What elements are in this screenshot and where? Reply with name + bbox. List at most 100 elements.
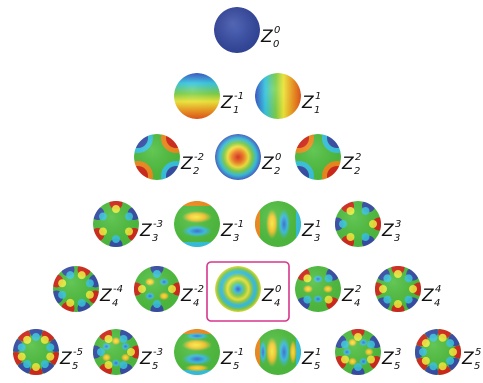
term-z-4-m4: Z-44 xyxy=(53,266,123,312)
term-label: Z xyxy=(301,221,314,241)
term-n-index: 5 xyxy=(152,361,158,372)
term-n-index: 4 xyxy=(354,298,360,309)
term-n-index: 5 xyxy=(394,361,400,372)
term-z-4-m2: Z-2 4 xyxy=(134,266,204,312)
disc-shade xyxy=(295,266,341,312)
zernike-disc xyxy=(174,73,220,119)
term-n-index: 1 xyxy=(314,105,320,116)
zernike-disc xyxy=(174,201,220,247)
term-m-index: 1 xyxy=(315,347,321,358)
term-label: Z xyxy=(301,349,314,369)
term-n-index: 5 xyxy=(474,361,480,372)
term-m-index: -3 xyxy=(153,219,163,230)
term-m-index: -1 xyxy=(234,347,244,358)
disc-shade xyxy=(215,134,261,180)
zernike-disc xyxy=(13,329,59,375)
term-n-index: 3 xyxy=(394,233,400,244)
zernike-disc xyxy=(214,7,260,53)
highlight-box xyxy=(206,261,290,322)
disc-shade xyxy=(415,329,461,375)
zernike-disc xyxy=(415,329,461,375)
disc-shade xyxy=(13,329,59,375)
term-z-5-m3: Z-3 5 xyxy=(93,329,163,375)
disc-shade xyxy=(215,266,261,312)
term-m-index: 0 xyxy=(275,152,281,163)
zernike-disc xyxy=(255,73,301,119)
term-m-index: 5 xyxy=(475,347,481,358)
term-label: Z xyxy=(421,286,434,306)
zernike-disc xyxy=(335,201,381,247)
disc-shade xyxy=(214,7,260,53)
disc-shade xyxy=(255,201,301,247)
term-z-2-m2: Z-2 2 xyxy=(134,134,204,180)
term-label: Z xyxy=(260,27,273,47)
term-m-index: 1 xyxy=(315,219,321,230)
term-label: Z xyxy=(139,221,152,241)
term-m-index: -5 xyxy=(73,347,83,358)
disc-shade xyxy=(255,329,301,375)
term-m-index: 3 xyxy=(395,347,401,358)
disc-shade xyxy=(335,329,381,375)
zernike-disc xyxy=(93,329,139,375)
zernike-disc xyxy=(295,266,341,312)
term-m-index: 0 xyxy=(275,284,281,295)
disc-shade xyxy=(53,266,99,312)
term-n-index: 3 xyxy=(314,233,320,244)
term-m-index: -3 xyxy=(153,347,163,358)
term-m-index: -2 xyxy=(194,284,204,295)
term-n-index: 2 xyxy=(193,166,199,177)
zernike-disc xyxy=(215,134,261,180)
term-label: Z xyxy=(139,349,152,369)
term-label: Z xyxy=(301,93,314,113)
term-z-5-m1: Z-15 xyxy=(174,329,244,375)
disc-shade xyxy=(295,134,341,180)
term-n-index: 1 xyxy=(233,105,239,116)
term-label: Z xyxy=(341,286,354,306)
term-n-index: 5 xyxy=(72,361,78,372)
disc-shade xyxy=(255,73,301,119)
term-m-index: 2 xyxy=(355,284,361,295)
disc-shade xyxy=(93,329,139,375)
zernike-disc xyxy=(255,201,301,247)
term-m-index: 1 xyxy=(315,91,321,102)
term-label: Z xyxy=(180,154,193,174)
term-n-index: 4 xyxy=(193,298,199,309)
term-label: Z xyxy=(220,93,233,113)
term-label: Z xyxy=(381,221,394,241)
term-z-3-m3: Z-33 xyxy=(93,201,163,247)
term-z-5-m5: Z-5 5 xyxy=(13,329,83,375)
term-m-index: -4 xyxy=(113,284,123,295)
term-label: Z xyxy=(220,349,233,369)
zernike-disc xyxy=(375,266,421,312)
disc-shade xyxy=(174,201,220,247)
term-n-index: 0 xyxy=(273,39,279,50)
term-label: Z xyxy=(461,349,474,369)
term-m-index: -1 xyxy=(234,91,244,102)
term-label: Z xyxy=(341,154,354,174)
term-m-index: 2 xyxy=(355,152,361,163)
term-label: Z xyxy=(59,349,72,369)
term-m-index: 0 xyxy=(274,25,280,36)
term-n-index: 5 xyxy=(314,361,320,372)
disc-shade xyxy=(93,201,139,247)
disc-shade xyxy=(335,201,381,247)
term-m-index: -2 xyxy=(194,152,204,163)
disc-shade xyxy=(174,329,220,375)
term-label: Z xyxy=(180,286,193,306)
zernike-disc xyxy=(93,201,139,247)
term-m-index: 4 xyxy=(435,284,441,295)
term-label: Z xyxy=(261,154,274,174)
term-label: Z xyxy=(261,286,274,306)
term-n-index: 4 xyxy=(274,298,280,309)
term-m-index: -1 xyxy=(234,219,244,230)
disc-shade xyxy=(134,266,180,312)
